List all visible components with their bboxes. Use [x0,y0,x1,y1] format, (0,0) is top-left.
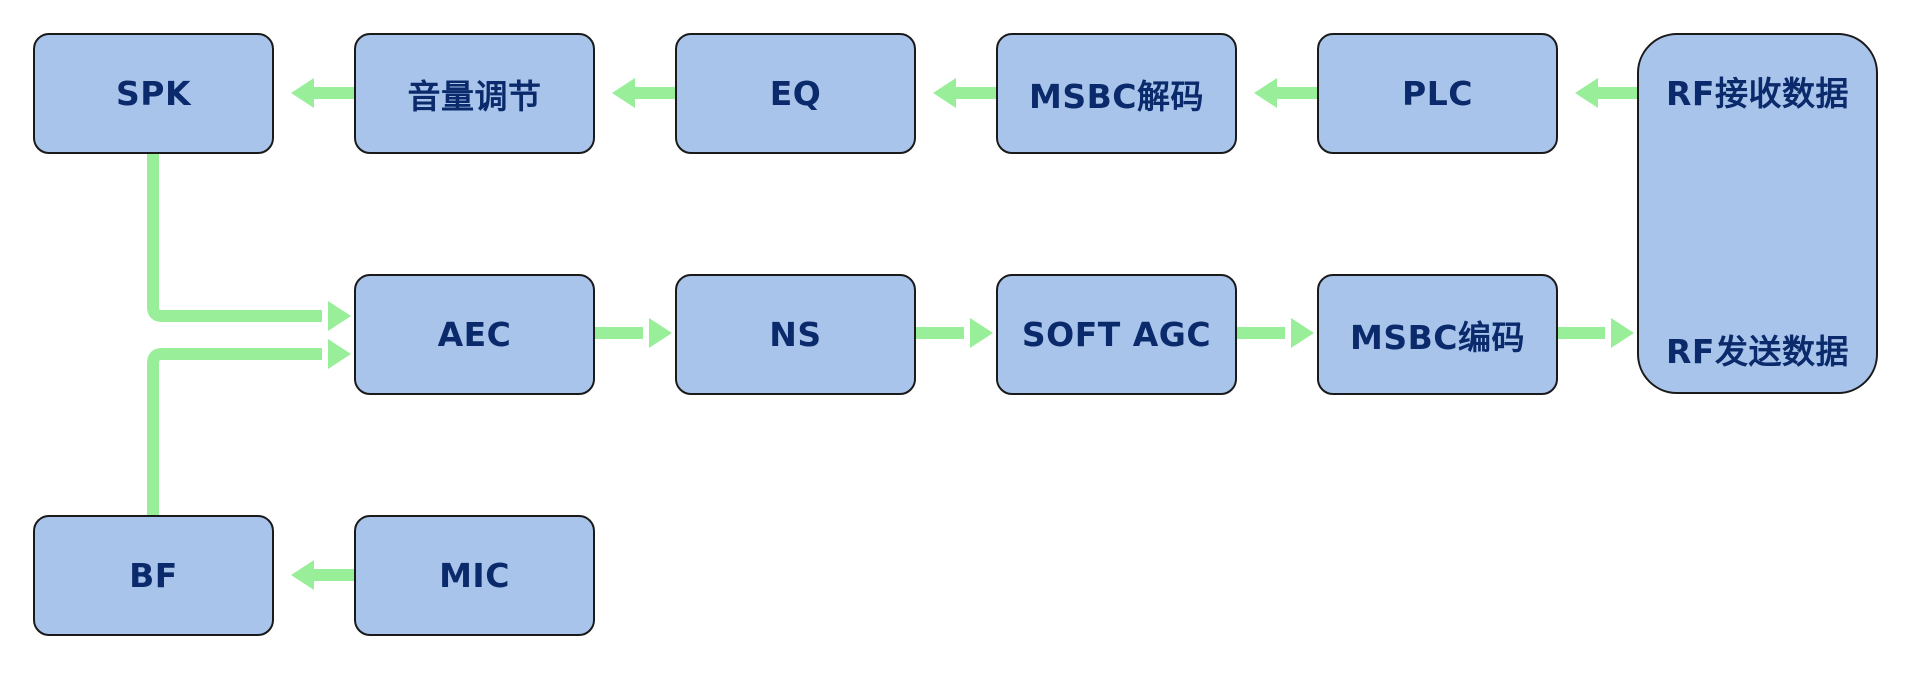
node-label: MSBC解码 [1029,76,1204,116]
node-label: 音量调节 [407,76,542,116]
node-bf: BF [33,515,274,636]
arrowhead-right-icon [970,318,993,348]
node-label: MIC [439,556,510,595]
arrowhead-left-icon [612,78,635,108]
node-label: PLC [1402,74,1473,113]
node-msbc-encode: MSBC编码 [1317,274,1558,395]
node-label: NS [769,315,822,354]
node-label: AEC [437,315,512,354]
node-label: SPK [115,74,192,113]
node-label-rf-receive: RF接收数据 [1666,74,1849,113]
arrowhead-right-icon [1611,318,1634,348]
node-soft-agc: SOFT AGC [996,274,1237,395]
arrowhead-left-icon [291,560,314,590]
node-label: BF [129,556,178,595]
node-eq: EQ [675,33,916,154]
arrowhead-right-icon [328,339,351,369]
node-spk: SPK [33,33,274,154]
node-ns: NS [675,274,916,395]
arrowhead-right-icon [1291,318,1314,348]
arrowhead-left-icon [1254,78,1277,108]
node-label: SOFT AGC [1021,315,1212,354]
arrowhead-right-icon [649,318,672,348]
node-aec: AEC [354,274,595,395]
arrow-spk-to-aec [147,154,322,322]
node-rf: RF接收数据 RF发送数据 [1637,33,1878,394]
arrowhead-right-icon [328,301,351,331]
arrowhead-left-icon [1575,78,1598,108]
arrowhead-left-icon [933,78,956,108]
node-volume: 音量调节 [354,33,595,154]
node-label-rf-send: RF发送数据 [1666,332,1849,371]
node-label: EQ [769,74,822,113]
node-plc: PLC [1317,33,1558,154]
node-label: MSBC编码 [1350,317,1525,357]
node-mic: MIC [354,515,595,636]
node-msbc-decode: MSBC解码 [996,33,1237,154]
arrow-bf-to-aec [147,348,322,515]
arrowhead-left-icon [291,78,314,108]
